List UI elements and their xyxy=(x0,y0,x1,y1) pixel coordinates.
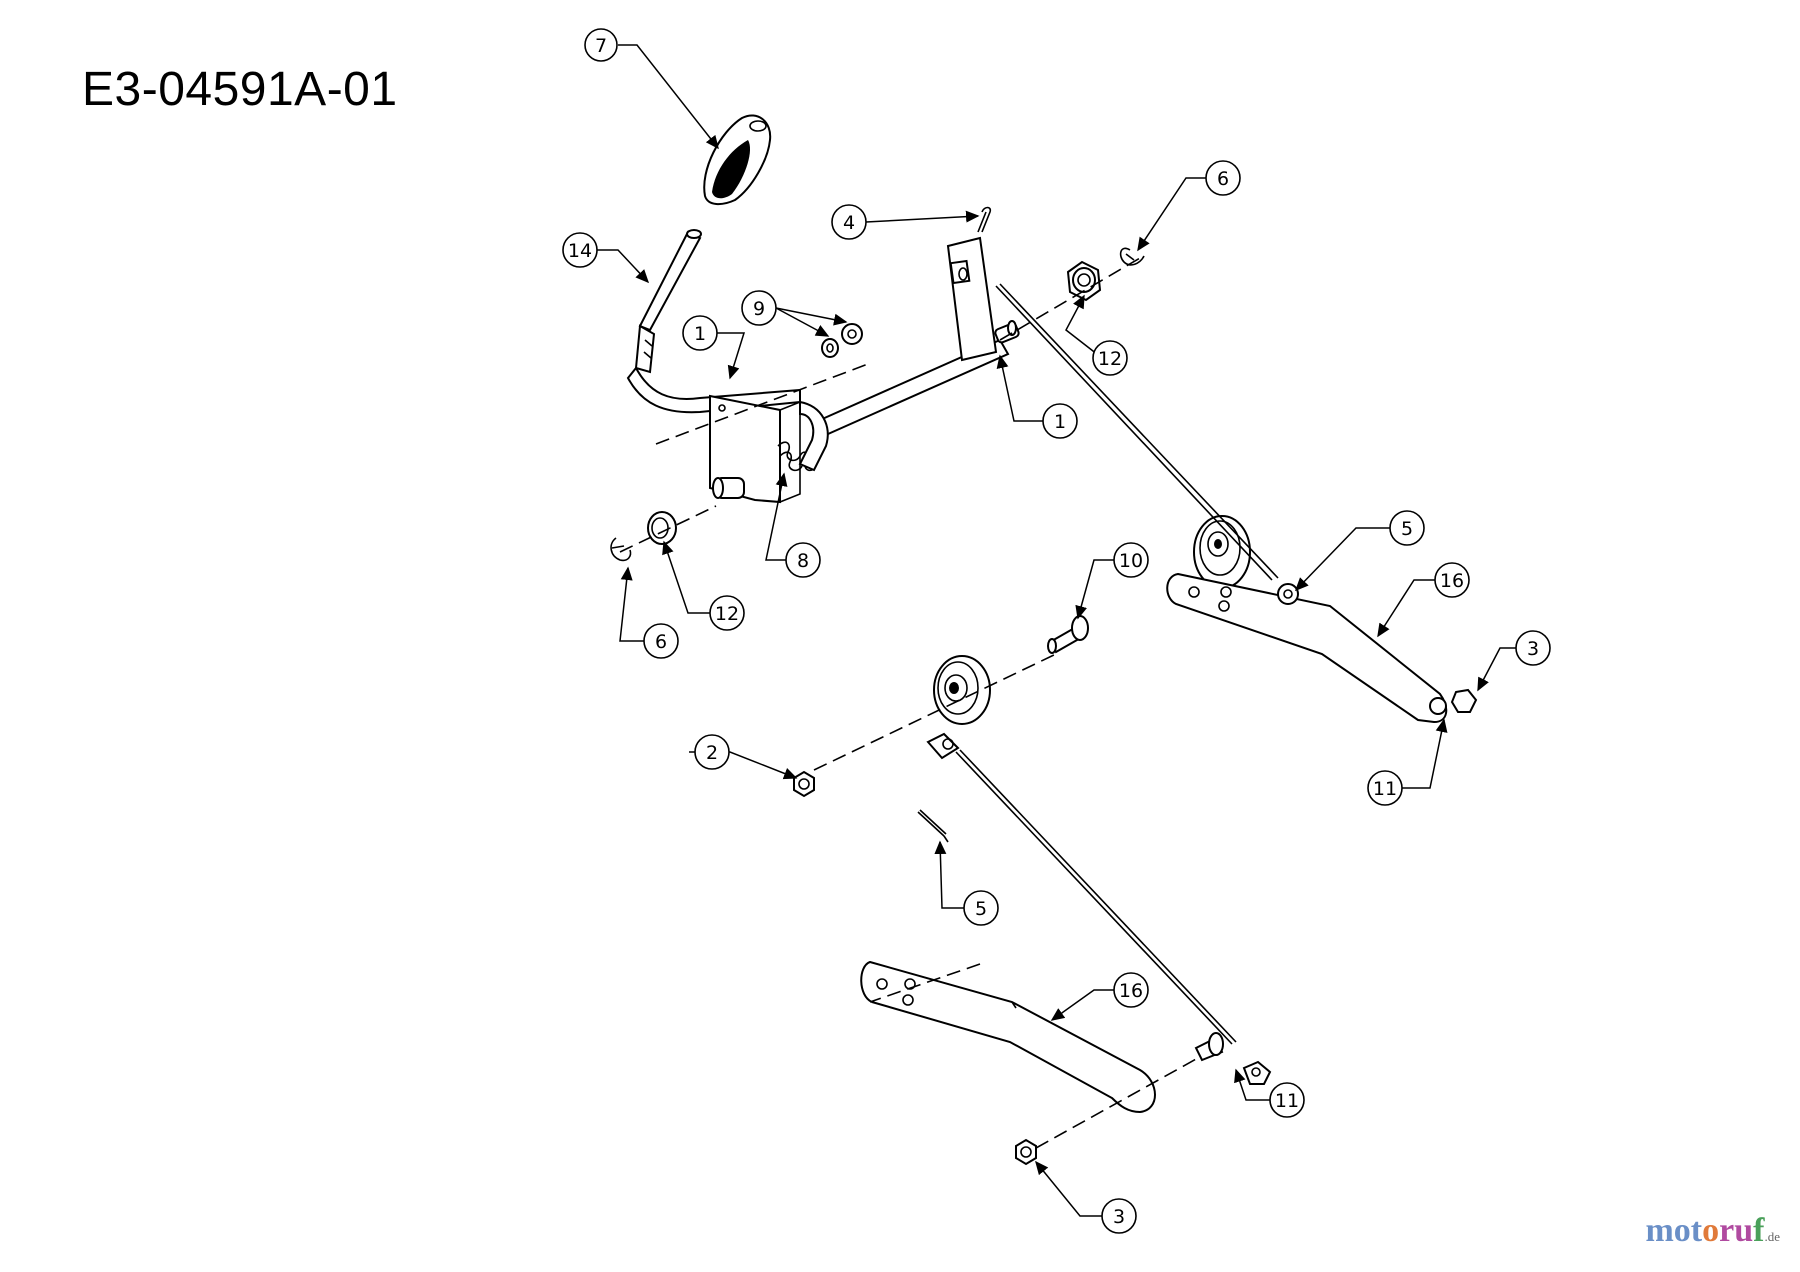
callout-9: 9 xyxy=(741,290,777,326)
clevis-pin-lower xyxy=(1242,1060,1272,1085)
callout-1-left: 1 xyxy=(682,315,718,351)
callout-6-left: 6 xyxy=(643,623,679,659)
right-pivot-arm xyxy=(946,236,1020,362)
callout-16-upper: 16 xyxy=(1434,562,1470,598)
svg-text:10: 10 xyxy=(1119,550,1143,572)
callout-14: 14 xyxy=(562,232,598,268)
brand-logo[interactable]: motoruf.de xyxy=(1645,1212,1780,1249)
callout-7: 7 xyxy=(584,28,618,62)
svg-text:3: 3 xyxy=(1527,638,1539,660)
shoulder-bolt xyxy=(1047,615,1089,654)
svg-text:5: 5 xyxy=(1401,518,1413,540)
svg-text:6: 6 xyxy=(655,631,667,653)
svg-text:5: 5 xyxy=(975,898,987,920)
svg-text:2: 2 xyxy=(706,742,718,764)
callout-1-right: 1 xyxy=(1042,403,1078,439)
lift-rod-upper xyxy=(995,283,1279,581)
callout-3-upper: 3 xyxy=(1515,630,1551,666)
flange-bushing-left xyxy=(647,511,677,545)
svg-text:12: 12 xyxy=(1098,348,1122,370)
cross-shaft xyxy=(798,338,1010,472)
callout-11-lower: 11 xyxy=(1269,1082,1305,1118)
idler-pulley-lower xyxy=(933,655,991,725)
svg-text:16: 16 xyxy=(1119,980,1143,1002)
diagram-code: E3-04591A-01 xyxy=(82,63,398,116)
svg-text:14: 14 xyxy=(568,240,592,262)
callout-4: 4 xyxy=(831,204,867,240)
svg-text:11: 11 xyxy=(1275,1090,1299,1112)
callout-11-upper: 11 xyxy=(1367,770,1403,806)
callout-5-lower: 5 xyxy=(963,890,999,926)
callout-2: 2 xyxy=(694,734,730,770)
e-clip-right xyxy=(1119,247,1145,266)
lift-link-lower xyxy=(860,960,1156,1114)
svg-text:3: 3 xyxy=(1113,1206,1125,1228)
callout-6-top: 6 xyxy=(1205,160,1241,196)
cotter-pin-top xyxy=(977,206,992,233)
lever-arm xyxy=(626,229,801,414)
clevis-pin-upper xyxy=(1277,583,1299,605)
svg-text:11: 11 xyxy=(1373,778,1397,800)
shoulder-bolt-lower xyxy=(1194,1032,1224,1062)
pivot-bracket xyxy=(709,394,801,504)
svg-text:1: 1 xyxy=(1054,411,1066,433)
svg-text:12: 12 xyxy=(715,603,739,625)
cotter-pin-lower xyxy=(917,809,949,843)
svg-text:7: 7 xyxy=(595,35,607,57)
callout-16-lower: 16 xyxy=(1113,972,1149,1008)
callout-12-top: 12 xyxy=(1092,340,1128,376)
hex-nut-lower-link xyxy=(1015,1138,1037,1166)
svg-text:9: 9 xyxy=(753,298,765,320)
callout-5-upper: 5 xyxy=(1389,510,1425,546)
svg-text:1: 1 xyxy=(694,323,706,345)
washers xyxy=(821,323,863,358)
assembly-axes xyxy=(619,257,1199,1149)
e-clip-left xyxy=(610,537,632,562)
callout-12-left: 12 xyxy=(709,595,745,631)
handle-grip xyxy=(703,114,772,206)
flange-bushing-right xyxy=(1066,260,1102,302)
lift-link-upper xyxy=(1166,572,1478,724)
svg-text:6: 6 xyxy=(1217,168,1229,190)
hex-nut-lower-pulley xyxy=(793,770,815,798)
callout-3-lower: 3 xyxy=(1101,1198,1137,1234)
svg-text:16: 16 xyxy=(1440,570,1464,592)
callout-8: 8 xyxy=(785,542,821,578)
svg-text:4: 4 xyxy=(843,212,855,234)
svg-text:8: 8 xyxy=(797,550,809,572)
lift-rod-lower xyxy=(926,732,1237,1045)
callout-10: 10 xyxy=(1113,542,1149,578)
